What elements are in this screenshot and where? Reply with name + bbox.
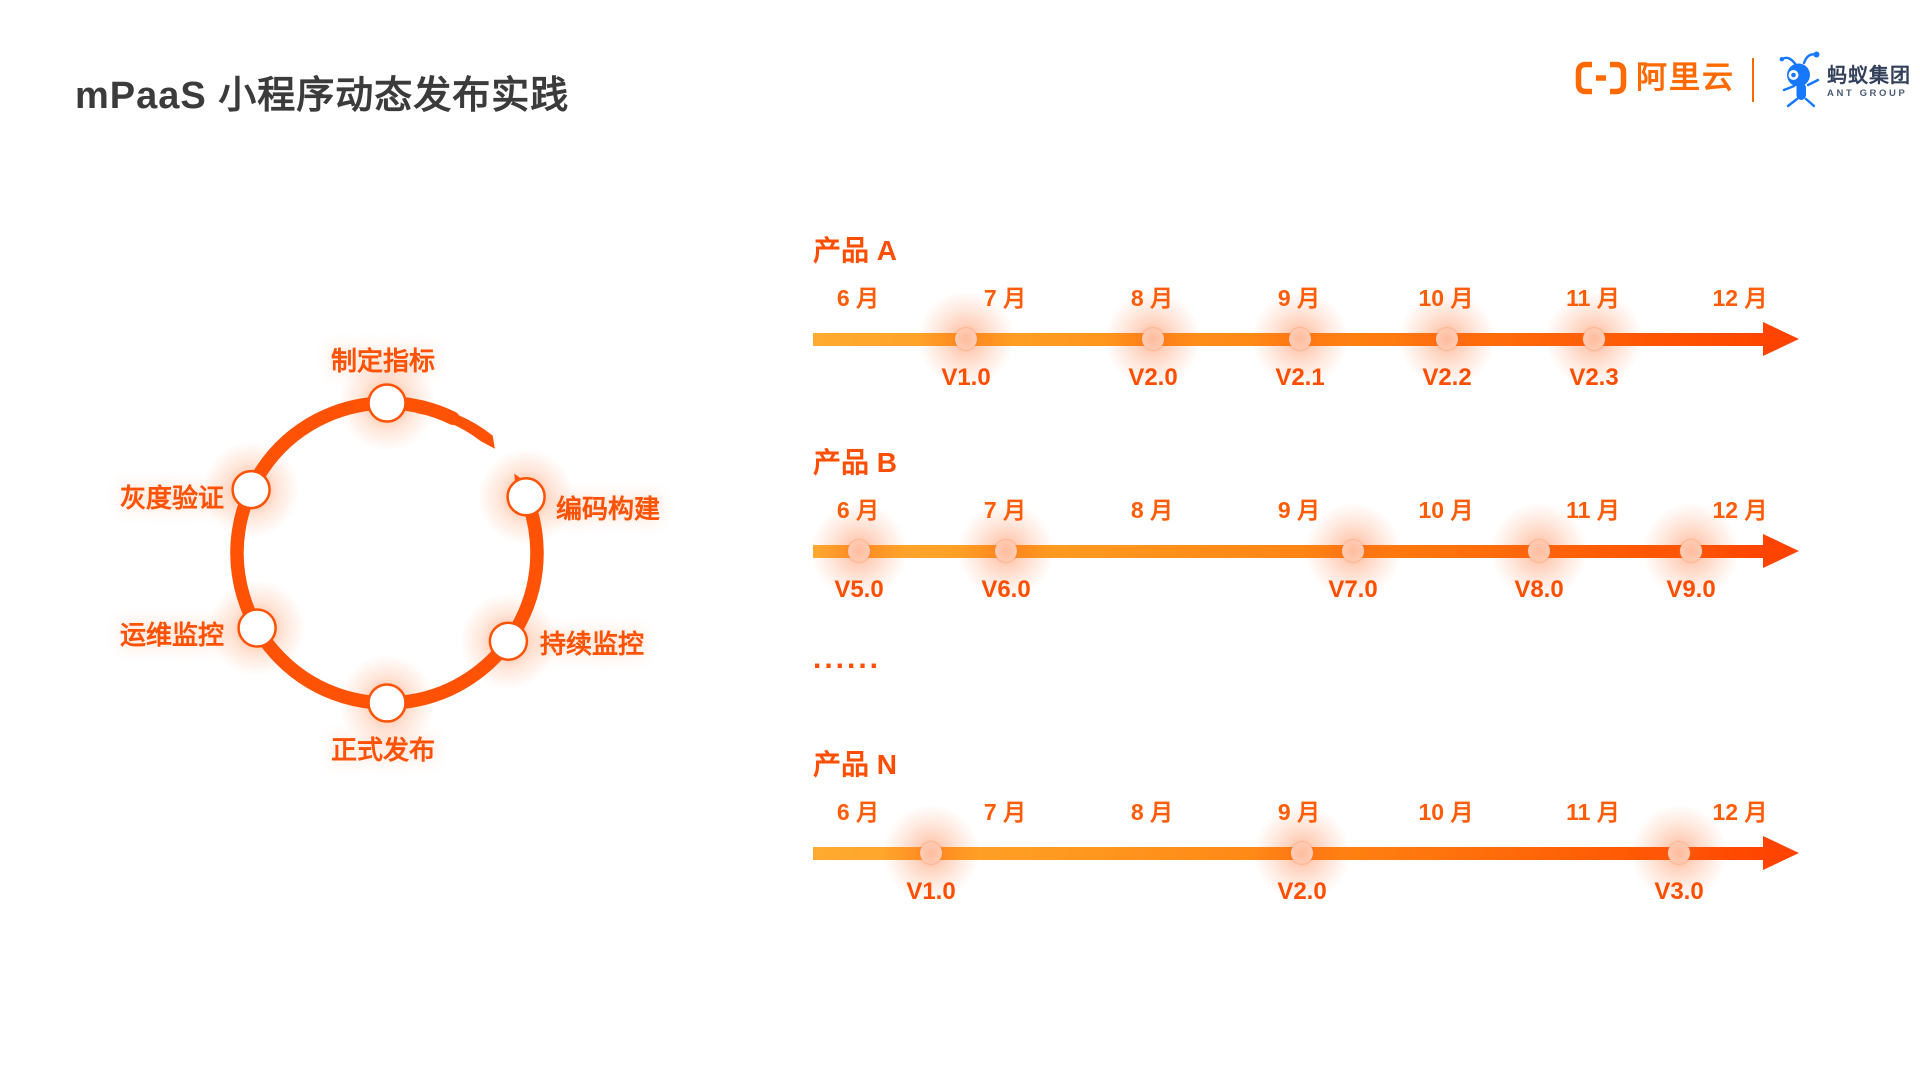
cycle-node	[488, 621, 529, 661]
month-label: 12 月	[1712, 497, 1768, 523]
aliyun-logo-icon	[1575, 61, 1627, 95]
month-label: 9 月	[1277, 799, 1321, 825]
month-label: 11 月	[1566, 497, 1620, 523]
month-label: 10 月	[1418, 497, 1474, 523]
month-label: 12 月	[1712, 799, 1768, 825]
version-label: V2.1	[1275, 364, 1325, 391]
release-dot	[1528, 540, 1550, 562]
cycle-step-official-release: 正式发布	[330, 735, 435, 765]
version-label: V2.0	[1277, 878, 1327, 905]
version-label: V8.0	[1514, 576, 1564, 603]
month-label: 6 月	[836, 497, 880, 523]
month-label: 6 月	[836, 799, 880, 825]
version-label: V5.0	[834, 576, 884, 603]
logo-divider	[1752, 58, 1754, 102]
ant-group-en-label: ANT GROUP	[1827, 88, 1908, 99]
product-n-timeline: 产品 N 6 月 7 月 8 月 9 月 10 月 11 月 12 月 V1.0…	[813, 750, 1813, 910]
release-dot	[1291, 842, 1313, 864]
release-cycle-diagram	[203, 355, 575, 751]
timeline-bar	[813, 544, 1763, 558]
month-label: 6 月	[836, 285, 880, 311]
month-label: 8 月	[1130, 497, 1174, 523]
aliyun-logo-text: 阿里云	[1636, 60, 1735, 95]
version-label: V3.0	[1654, 878, 1704, 905]
cycle-step-set-metrics: 制定指标	[330, 346, 435, 376]
product-a-timeline: 产品 A 6 月 7 月 8 月 9 月 10 月 11 月 12 月 V1.0…	[813, 236, 1813, 396]
cycle-ring-arc	[230, 396, 544, 710]
ant-group-logo-icon	[1779, 51, 1820, 108]
month-label: 8 月	[1130, 285, 1174, 311]
month-label: 9 月	[1277, 285, 1321, 311]
more-products-ellipsis: ......	[813, 642, 882, 675]
month-label: 9 月	[1277, 497, 1321, 523]
product-b-timeline: 产品 B 6 月 7 月 8 月 9 月 10 月 11 月 12 月 V5.0…	[813, 448, 1813, 608]
release-dot	[1668, 842, 1690, 864]
release-dot	[1680, 540, 1702, 562]
month-label: 8 月	[1130, 799, 1174, 825]
cycle-brush-tail	[416, 404, 495, 449]
cycle-nodes	[231, 383, 546, 723]
release-dot	[1142, 328, 1164, 350]
cycle-node	[506, 477, 546, 517]
version-label: V2.0	[1128, 364, 1178, 391]
release-dot	[995, 540, 1017, 562]
release-dot	[1342, 540, 1364, 562]
month-label: 7 月	[983, 497, 1027, 523]
release-dot	[920, 842, 942, 864]
version-label: V7.0	[1328, 576, 1378, 603]
month-label: 11 月	[1566, 799, 1620, 825]
month-label: 11 月	[1566, 285, 1620, 311]
timeline-arrowhead-icon	[1763, 836, 1799, 870]
version-label: V2.2	[1422, 364, 1472, 391]
cycle-node	[237, 608, 277, 648]
product-b-title: 产品 B	[813, 447, 898, 478]
version-label: V9.0	[1666, 576, 1716, 603]
release-dot	[955, 328, 977, 350]
cycle-node	[367, 683, 407, 723]
timeline-arrowhead-icon	[1763, 322, 1799, 356]
cycle-node	[231, 469, 271, 510]
product-a-title: 产品 A	[813, 235, 898, 266]
release-dot	[1436, 328, 1458, 350]
release-dot	[848, 540, 870, 562]
cycle-step-ops-monitor: 运维监控	[119, 620, 224, 650]
cycle-node	[367, 383, 407, 423]
version-label: V1.0	[906, 878, 956, 905]
page-title: mPaaS 小程序动态发布实践	[75, 75, 570, 117]
month-label: 12 月	[1712, 285, 1768, 311]
ant-group-logo-text: 蚂蚁集团 ANT GROUP	[1827, 65, 1911, 100]
cycle-step-continuous-monitor: 持续监控	[540, 629, 645, 659]
month-label: 10 月	[1418, 285, 1474, 311]
product-n-title: 产品 N	[813, 749, 898, 780]
ant-group-cn-label: 蚂蚁集团	[1827, 65, 1911, 87]
version-label: V2.3	[1569, 364, 1619, 391]
cycle-step-code-build: 编码构建	[556, 494, 661, 524]
version-label: V6.0	[981, 576, 1031, 603]
month-label: 7 月	[983, 799, 1027, 825]
version-label: V1.0	[941, 364, 991, 391]
timeline-arrowhead-icon	[1763, 534, 1799, 568]
release-dot	[1289, 328, 1311, 350]
release-dot	[1583, 328, 1605, 350]
month-label: 10 月	[1418, 799, 1474, 825]
month-label: 7 月	[983, 285, 1027, 311]
cycle-step-gray-verify: 灰度验证	[119, 483, 224, 513]
